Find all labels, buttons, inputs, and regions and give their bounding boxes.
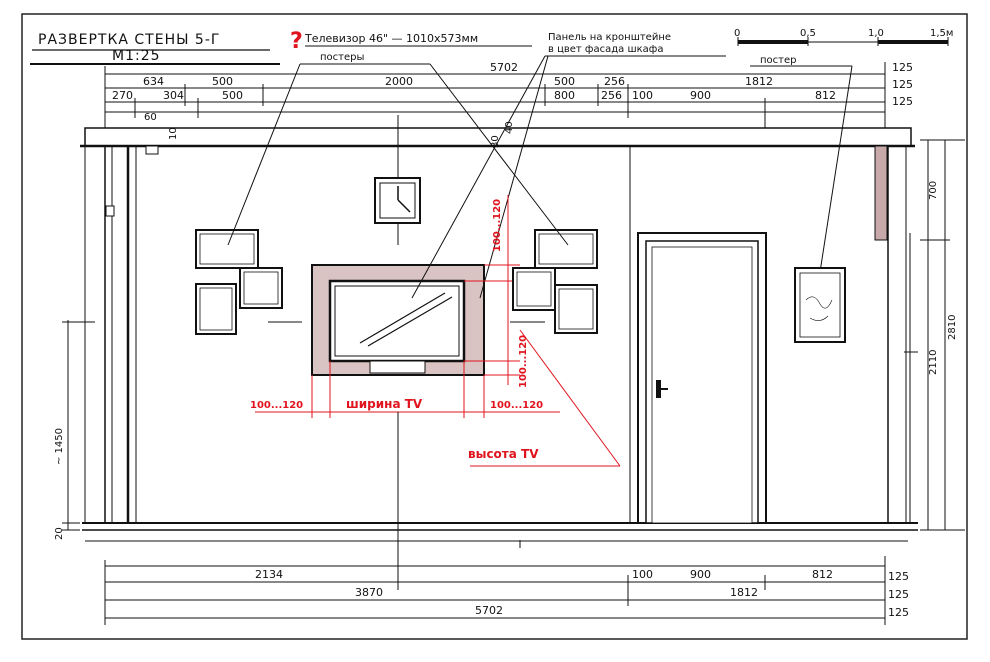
- dim-bot-side-a: 125: [888, 570, 909, 583]
- right-partition: [629, 145, 907, 523]
- scale-tick-05: 0,5: [800, 28, 816, 39]
- panel-note-line2: в цвет фасада шкафа: [548, 44, 663, 55]
- dim-top-r2g: 1812: [745, 75, 773, 88]
- dim-bot-r1c: 900: [690, 568, 711, 581]
- scale-tick-1: 1,0: [868, 28, 884, 39]
- dim-bot-r1d: 812: [812, 568, 833, 581]
- dim-top-r3a: 60: [144, 112, 157, 123]
- top-dimension-lines: [104, 62, 886, 130]
- dim-bot-r3a: 5702: [475, 604, 503, 617]
- red-annotation-lines: [255, 195, 621, 467]
- dim-misc-40: 40: [504, 121, 515, 134]
- question-mark: ?: [290, 29, 303, 54]
- red-gap-bottom: 100...120: [518, 335, 529, 388]
- dim-right-a: 700: [928, 181, 939, 200]
- dim-top-r2b: 304: [163, 89, 184, 102]
- dim-bot-r2a: 3870: [355, 586, 383, 599]
- drawing-title: РАЗВЕРТКА СТЕНЫ 5-Г: [38, 32, 220, 48]
- posters-left-label: постеры: [320, 52, 364, 63]
- scale-tick-15: 1,5м: [930, 28, 953, 39]
- leader-lines: [227, 55, 853, 299]
- left-column: [84, 128, 159, 523]
- dim-top-r2d: 2000: [385, 75, 413, 88]
- tv-panel: [268, 264, 545, 376]
- dim-top-side-c: 125: [892, 95, 913, 108]
- dim-top-r3e: 900: [690, 89, 711, 102]
- dim-top-r3b: 800: [554, 89, 575, 102]
- dim-top-r2e: 500: [554, 75, 575, 88]
- bottom-dimension-lines: [104, 540, 886, 625]
- panel-note-line1: Панель на кронштейне: [548, 32, 671, 43]
- dim-bot-r2b: 1812: [730, 586, 758, 599]
- dim-bot-r1b: 100: [632, 568, 653, 581]
- dim-misc-30: 30: [490, 135, 501, 148]
- red-gap-left: 100...120: [250, 400, 303, 411]
- dim-bot-side-b: 125: [888, 588, 909, 601]
- dim-bot-r1a: 2134: [255, 568, 283, 581]
- dim-misc-10: 10: [168, 127, 179, 140]
- poster-right-label: постер: [760, 55, 796, 66]
- sheet-frame: [21, 13, 968, 640]
- posters-left: [195, 229, 283, 335]
- dim-top-r3f: 812: [815, 89, 836, 102]
- red-width-tv: ширина TV: [346, 397, 423, 411]
- right-dimension-lines: [904, 139, 965, 531]
- dim-right-b: 2110: [928, 350, 939, 375]
- scale-bar: 0 0,5 1,0 1,5м: [734, 28, 953, 46]
- dim-bot-side-c: 125: [888, 606, 909, 619]
- tv-note: Телевизор 46" — 1010х573мм: [304, 32, 478, 45]
- dim-top-r1a: 634: [143, 75, 164, 88]
- posters-right: [512, 229, 598, 334]
- dim-top-r1b: 500: [212, 75, 233, 88]
- dim-top-r2a: 270: [112, 89, 133, 102]
- dim-top-r2c: 500: [222, 89, 243, 102]
- red-gap-top: 100...120: [492, 199, 503, 252]
- dim-right-c: 2810: [947, 315, 958, 340]
- dim-top-total: 5702: [490, 61, 518, 74]
- wall-clock: [374, 115, 421, 245]
- dim-left-base: 20: [54, 527, 65, 540]
- poster-right: [794, 267, 846, 343]
- dim-left-height: ~ 1450: [54, 428, 65, 465]
- dim-top-side-a: 125: [892, 61, 913, 74]
- dim-top-r3c: 256: [601, 89, 622, 102]
- scale-tick-0: 0: [734, 28, 740, 39]
- dim-top-side-b: 125: [892, 78, 913, 91]
- scale-label: М1:25: [112, 48, 161, 64]
- door: [637, 232, 767, 524]
- dim-top-r2f: 256: [604, 75, 625, 88]
- left-dimension-lines: [62, 320, 95, 531]
- red-gap-right: 100...120: [490, 400, 543, 411]
- red-height-tv: высота TV: [468, 447, 539, 461]
- dim-top-r3d: 100: [632, 89, 653, 102]
